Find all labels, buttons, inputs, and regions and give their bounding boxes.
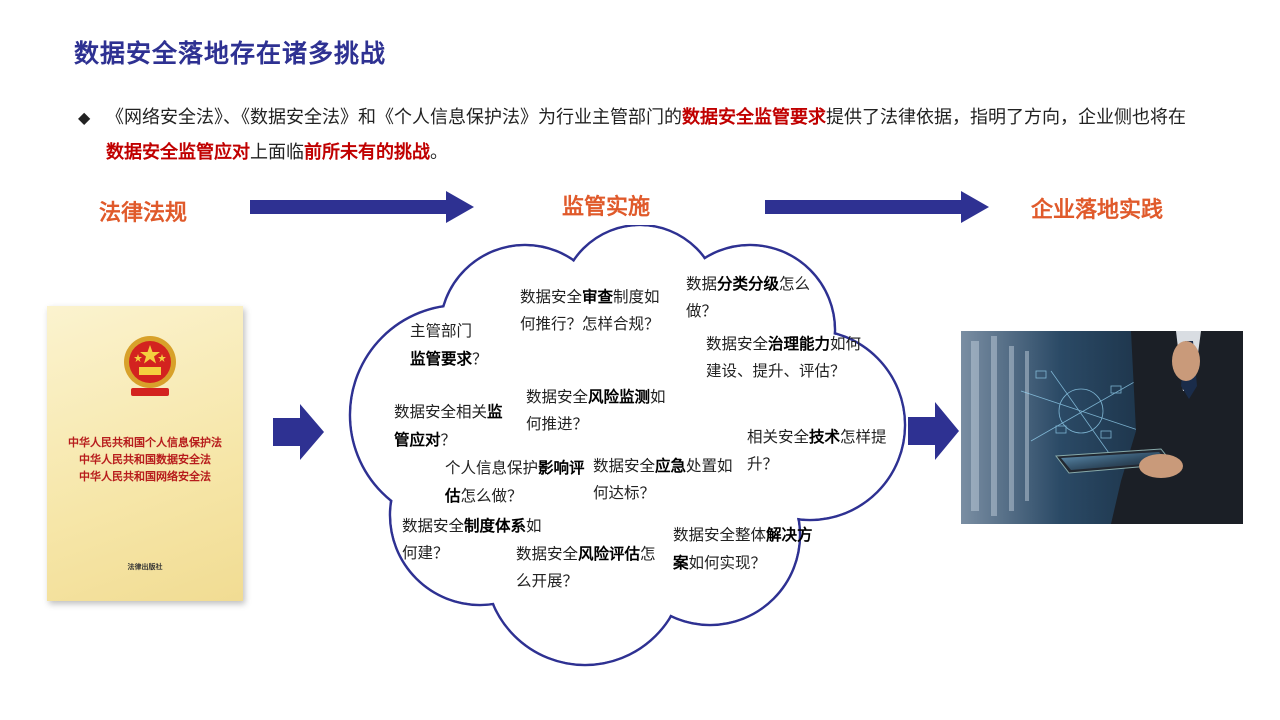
businessman-tablet-image <box>961 331 1243 524</box>
question-item: 数据安全整体解决方案如何实现？ <box>673 525 813 572</box>
intro-text-part3: 上面临 <box>250 142 304 163</box>
question-item: 数据安全制度体系如何建？ <box>402 516 542 562</box>
question-item: 数据分类分级怎么做？ <box>686 274 811 320</box>
highlight-unprecedented-challenge: 前所未有的挑战 <box>304 142 430 163</box>
arrow-right-icon <box>908 402 959 460</box>
enterprise-tablet-photo <box>961 331 1243 524</box>
question-item: 数据安全审查制度如何推行？怎样合规？ <box>520 287 660 333</box>
intro-text-part4: 。 <box>430 142 448 163</box>
question-item: 数据安全治理能力如何建设、提升、评估？ <box>706 334 862 380</box>
question-item: 数据安全风险评估怎么开展？ <box>516 544 656 590</box>
intro-text: 《网络安全法》、《数据安全法》和《个人信息保护法》为行业主管部门的数据安全监管要… <box>106 100 1188 170</box>
stage-label-enterprise: 企业落地实践 <box>1031 198 1164 223</box>
law-title-csl: 中华人民共和国网络安全法 <box>79 470 211 483</box>
arrow-right-icon <box>273 404 324 460</box>
question-item: 数据安全风险监测如何推进？ <box>526 387 666 433</box>
law-book-cover: 中华人民共和国个人信息保护法 中华人民共和国数据安全法 中华人民共和国网络安全法… <box>47 306 243 601</box>
law-title-list: 中华人民共和国个人信息保护法 中华人民共和国数据安全法 中华人民共和国网络安全法 <box>47 434 243 485</box>
arrow-right-icon <box>250 191 474 223</box>
question-item: 主管部门监管要求？ <box>410 322 488 368</box>
intro-text-part1: 《网络安全法》、《数据安全法》和《个人信息保护法》为行业主管部门的 <box>106 107 682 128</box>
cloud-shape <box>348 225 907 667</box>
question-item: 个人信息保护影响评估怎么做？ <box>445 458 585 505</box>
stage-label-law: 法律法规 <box>99 201 188 226</box>
stage-label-supervision: 监管实施 <box>562 195 651 220</box>
highlight-regulatory-requirements: 数据安全监管要求 <box>682 107 826 128</box>
intro-text-part2: 提供了法律依据，指明了方向，企业侧也将在 <box>826 107 1186 128</box>
page-title: 数据安全落地存在诸多挑战 <box>74 39 387 68</box>
challenges-cloud: 主管部门监管要求？ 数据安全审查制度如何推行？怎样合规？ 数据分类分级怎么做？ … <box>330 225 915 670</box>
law-title-pipl: 中华人民共和国个人信息保护法 <box>68 436 222 449</box>
law-title-dsl: 中华人民共和国数据安全法 <box>79 453 211 466</box>
highlight-regulatory-response: 数据安全监管应对 <box>106 142 250 163</box>
question-item: 相关安全技术怎样提升？ <box>747 427 887 473</box>
question-item: 数据安全相关监管应对？ <box>394 402 503 449</box>
question-item: 数据安全应急处置如何达标？ <box>593 456 733 502</box>
diamond-bullet-icon: ◆ <box>78 108 91 127</box>
intro-bullet: ◆ 《网络安全法》、《数据安全法》和《个人信息保护法》为行业主管部门的数据安全监… <box>78 100 1188 170</box>
arrow-right-icon <box>765 191 989 223</box>
publisher-label: 法律出版社 <box>127 563 163 571</box>
national-emblem-icon <box>124 336 176 396</box>
